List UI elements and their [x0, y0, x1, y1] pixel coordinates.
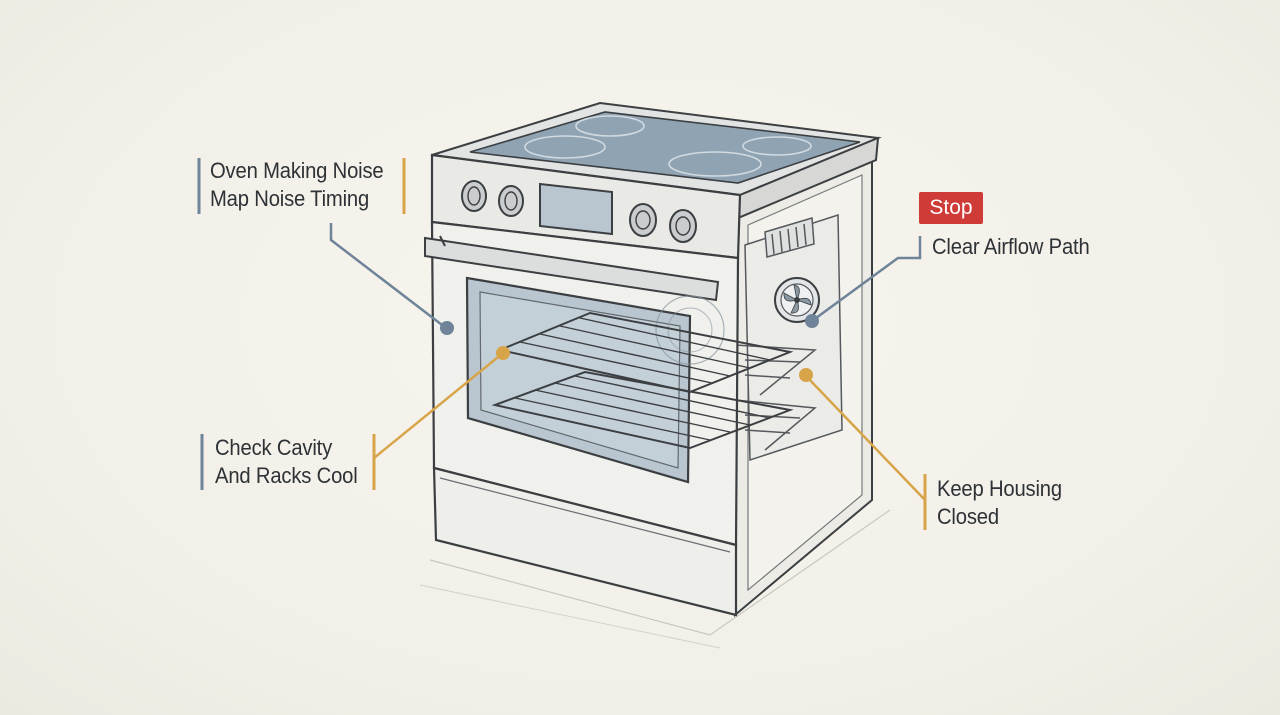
callout-noise-line1: Oven Making Noise	[210, 158, 384, 183]
label-bracket-bars	[197, 158, 927, 530]
callout-noise-line2: Map Noise Timing	[210, 186, 370, 211]
floor-shadow	[419, 509, 891, 649]
callout-cavity-connector	[373, 346, 510, 459]
cooktop	[431, 101, 882, 220]
callout-housing-label: Keep Housing Closed	[937, 475, 1062, 531]
callout-dot-icon	[440, 321, 454, 335]
oven-side-housing	[734, 153, 873, 618]
callout-noise-label: Oven Making Noise Map Noise Timing	[210, 157, 384, 213]
callout-housing-line2: Closed	[937, 504, 999, 529]
callout-noise-connector	[329, 223, 454, 335]
callout-dot-icon	[496, 346, 510, 360]
oven-front	[424, 220, 794, 617]
convection-fan-icon	[774, 277, 820, 323]
callout-airflow-text: Clear Airflow Path	[932, 234, 1090, 259]
control-knob-icon	[461, 180, 697, 243]
callout-cavity-label: Check Cavity And Racks Cool	[215, 434, 358, 490]
stop-badge: Stop	[919, 192, 983, 224]
callout-airflow-label: Clear Airflow Path	[932, 233, 1090, 261]
callout-dot-icon	[799, 368, 813, 382]
callout-cavity-line1: Check Cavity	[215, 435, 333, 460]
callout-dot-icon	[805, 314, 819, 328]
callout-airflow-connector	[805, 236, 922, 328]
callout-cavity-line2: And Racks Cool	[215, 463, 358, 488]
callout-housing-connector	[799, 368, 926, 501]
callout-housing-line1: Keep Housing	[937, 476, 1062, 501]
